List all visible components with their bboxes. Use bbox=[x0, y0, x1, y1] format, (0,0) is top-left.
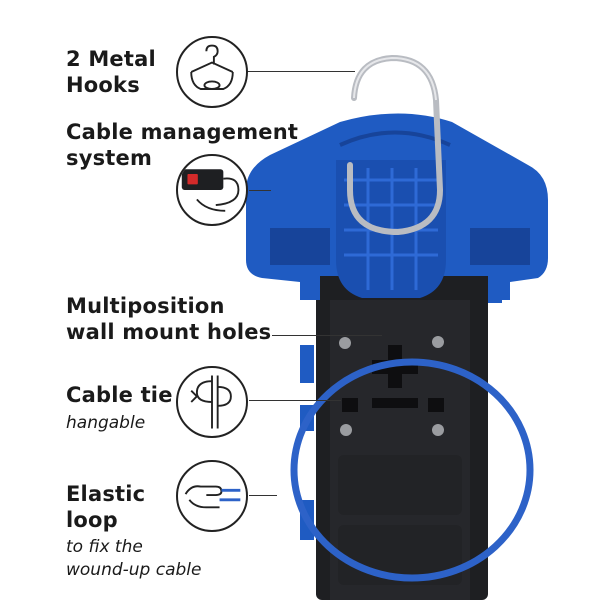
leader-line-tie bbox=[249, 400, 341, 401]
feature-wall-title-line2: wall mount holes bbox=[66, 320, 272, 344]
power-strip-icon bbox=[176, 154, 248, 226]
feature-wall-title-line1: Multiposition bbox=[66, 294, 225, 318]
elastic-loop bbox=[290, 358, 534, 582]
hand-loop-icon bbox=[176, 460, 248, 532]
feature-loop-title-line1: Elastic bbox=[66, 482, 146, 506]
feature-hooks-title-line2: Hooks bbox=[66, 73, 140, 97]
feature-cable-title-line1: Cable management bbox=[66, 120, 299, 144]
cable-tie-icon bbox=[176, 366, 248, 438]
feature-hooks-title-line1: 2 Metal bbox=[66, 47, 156, 71]
feature-loop-subtitle-line2: wound-up cable bbox=[66, 560, 202, 580]
leader-line-wall bbox=[272, 335, 382, 336]
feature-tie-title: Cable tie bbox=[66, 383, 173, 407]
leader-line-loop bbox=[249, 495, 277, 496]
hook-icon bbox=[176, 36, 248, 108]
feature-tie-subtitle: hangable bbox=[66, 413, 146, 433]
feature-cable-title-line2: system bbox=[66, 146, 153, 170]
screws bbox=[339, 336, 444, 436]
leader-line-cable bbox=[249, 190, 271, 191]
feature-loop-title-line2: loop bbox=[66, 508, 118, 532]
leader-line-hooks bbox=[247, 71, 355, 72]
feature-loop-subtitle-line1: to fix the bbox=[66, 537, 143, 557]
